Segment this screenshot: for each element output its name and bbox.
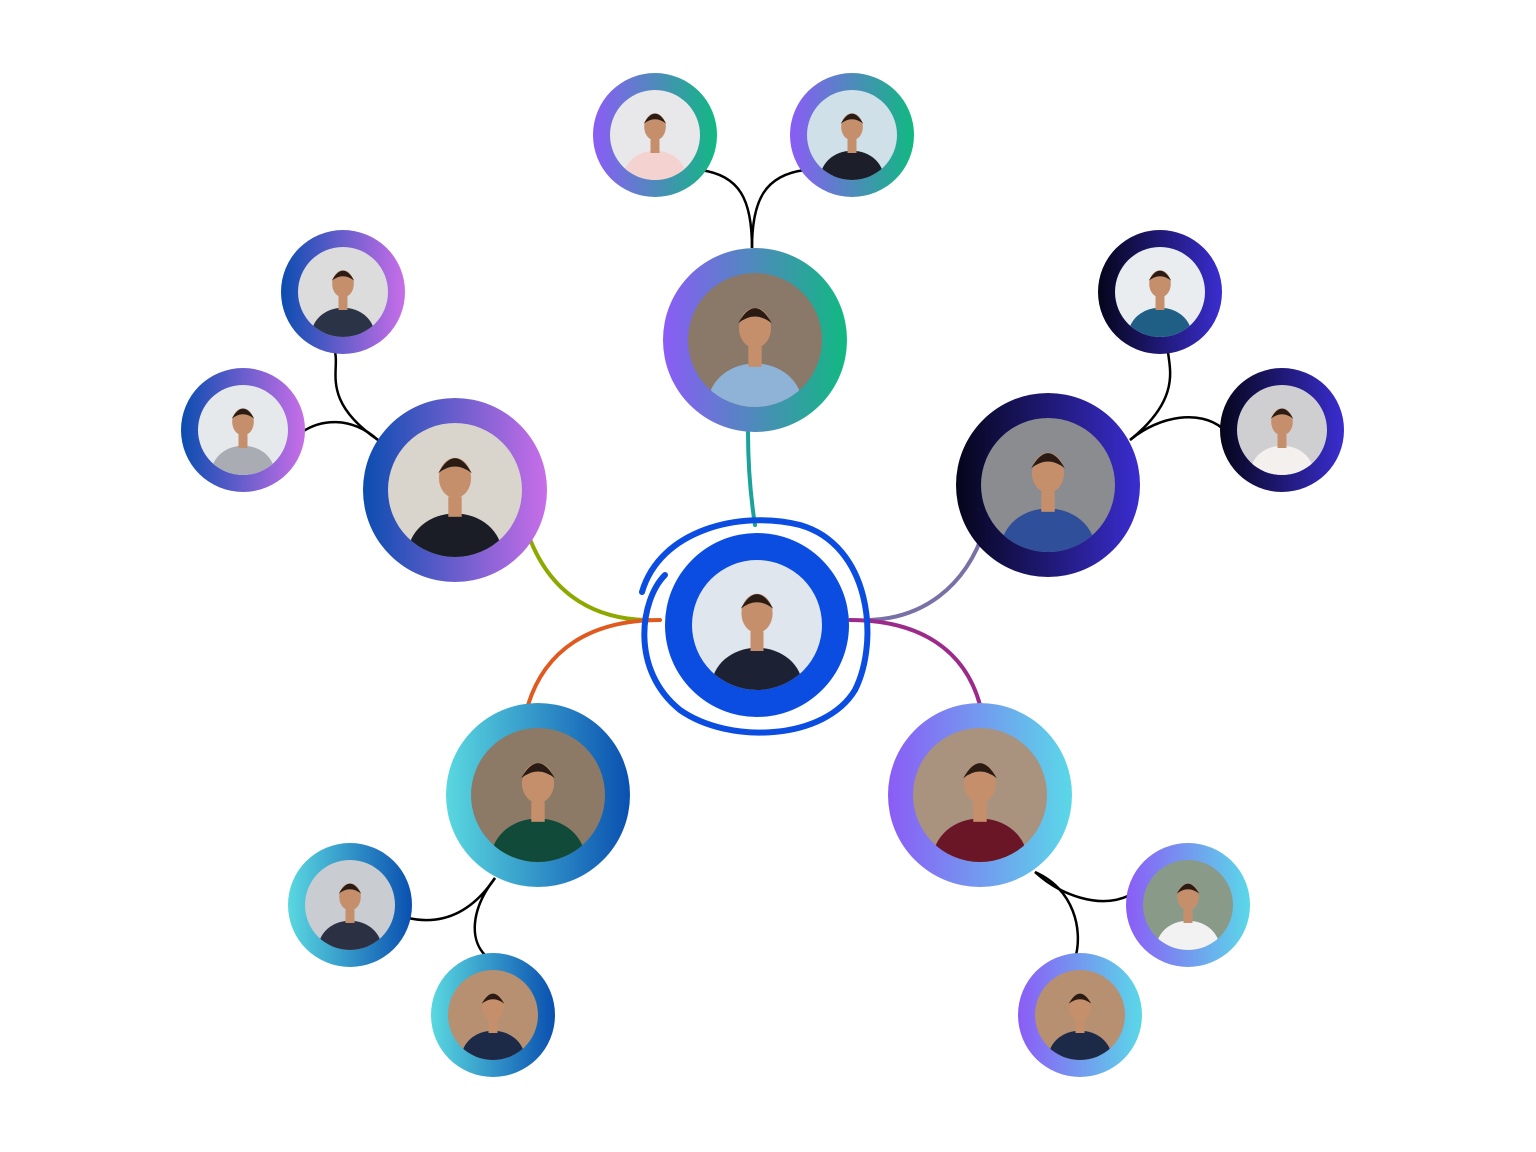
left-b-node[interactable]: [181, 368, 305, 500]
person-avatar-icon: [388, 423, 522, 557]
person-avatar-icon: [298, 247, 388, 337]
right-child-connector: [1129, 416, 1223, 441]
person-avatar-icon: [448, 970, 538, 1060]
center-node[interactable]: [665, 533, 849, 726]
bottom-right-a-node[interactable]: [1126, 843, 1250, 975]
bottom-left-b-node[interactable]: [431, 953, 555, 1085]
person-avatar-icon: [471, 728, 605, 862]
top-connector: [746, 430, 757, 527]
bottom-right-node[interactable]: [888, 703, 1072, 899]
bottom-left-child-connector: [473, 877, 496, 956]
person-avatar-icon: [688, 273, 822, 407]
person-avatar-icon: [198, 385, 288, 475]
bottom-left-connector: [526, 618, 662, 707]
top-b-node[interactable]: [790, 73, 914, 205]
person-avatar-icon: [610, 90, 700, 180]
left-a-node[interactable]: [281, 230, 405, 362]
right-child-connector: [1129, 351, 1172, 441]
left-node[interactable]: [363, 398, 547, 594]
right-connector: [868, 526, 987, 622]
connectors: [301, 168, 1223, 956]
bottom-right-connector: [848, 618, 982, 707]
person-avatar-icon: [1115, 247, 1205, 337]
person-avatar-icon: [692, 560, 822, 690]
top-a-node[interactable]: [593, 73, 717, 205]
person-avatar-icon: [807, 90, 897, 180]
right-node[interactable]: [956, 393, 1140, 589]
bottom-right-b-node[interactable]: [1018, 953, 1142, 1085]
bottom-right-child-connector: [1034, 870, 1080, 956]
person-avatar-icon: [981, 418, 1115, 552]
top-child-connector: [699, 168, 754, 249]
person-avatar-icon: [1237, 385, 1327, 475]
bottom-left-a-node[interactable]: [288, 843, 412, 975]
person-avatar-icon: [1035, 970, 1125, 1060]
nodes: [181, 73, 1344, 1085]
top-child-connector: [750, 168, 806, 249]
left-child-connector: [333, 351, 379, 442]
bottom-right-child-connector: [1034, 871, 1131, 903]
right-b-node[interactable]: [1220, 368, 1344, 500]
center-spiral-ring: [639, 517, 871, 736]
person-avatar-icon: [305, 860, 395, 950]
person-avatar-icon: [1143, 860, 1233, 950]
bottom-left-node[interactable]: [446, 703, 630, 899]
top-node[interactable]: [663, 248, 847, 444]
left-child-connector: [301, 420, 379, 441]
right-a-node[interactable]: [1098, 230, 1222, 362]
left-connector: [523, 523, 652, 622]
person-avatar-icon: [913, 728, 1047, 862]
